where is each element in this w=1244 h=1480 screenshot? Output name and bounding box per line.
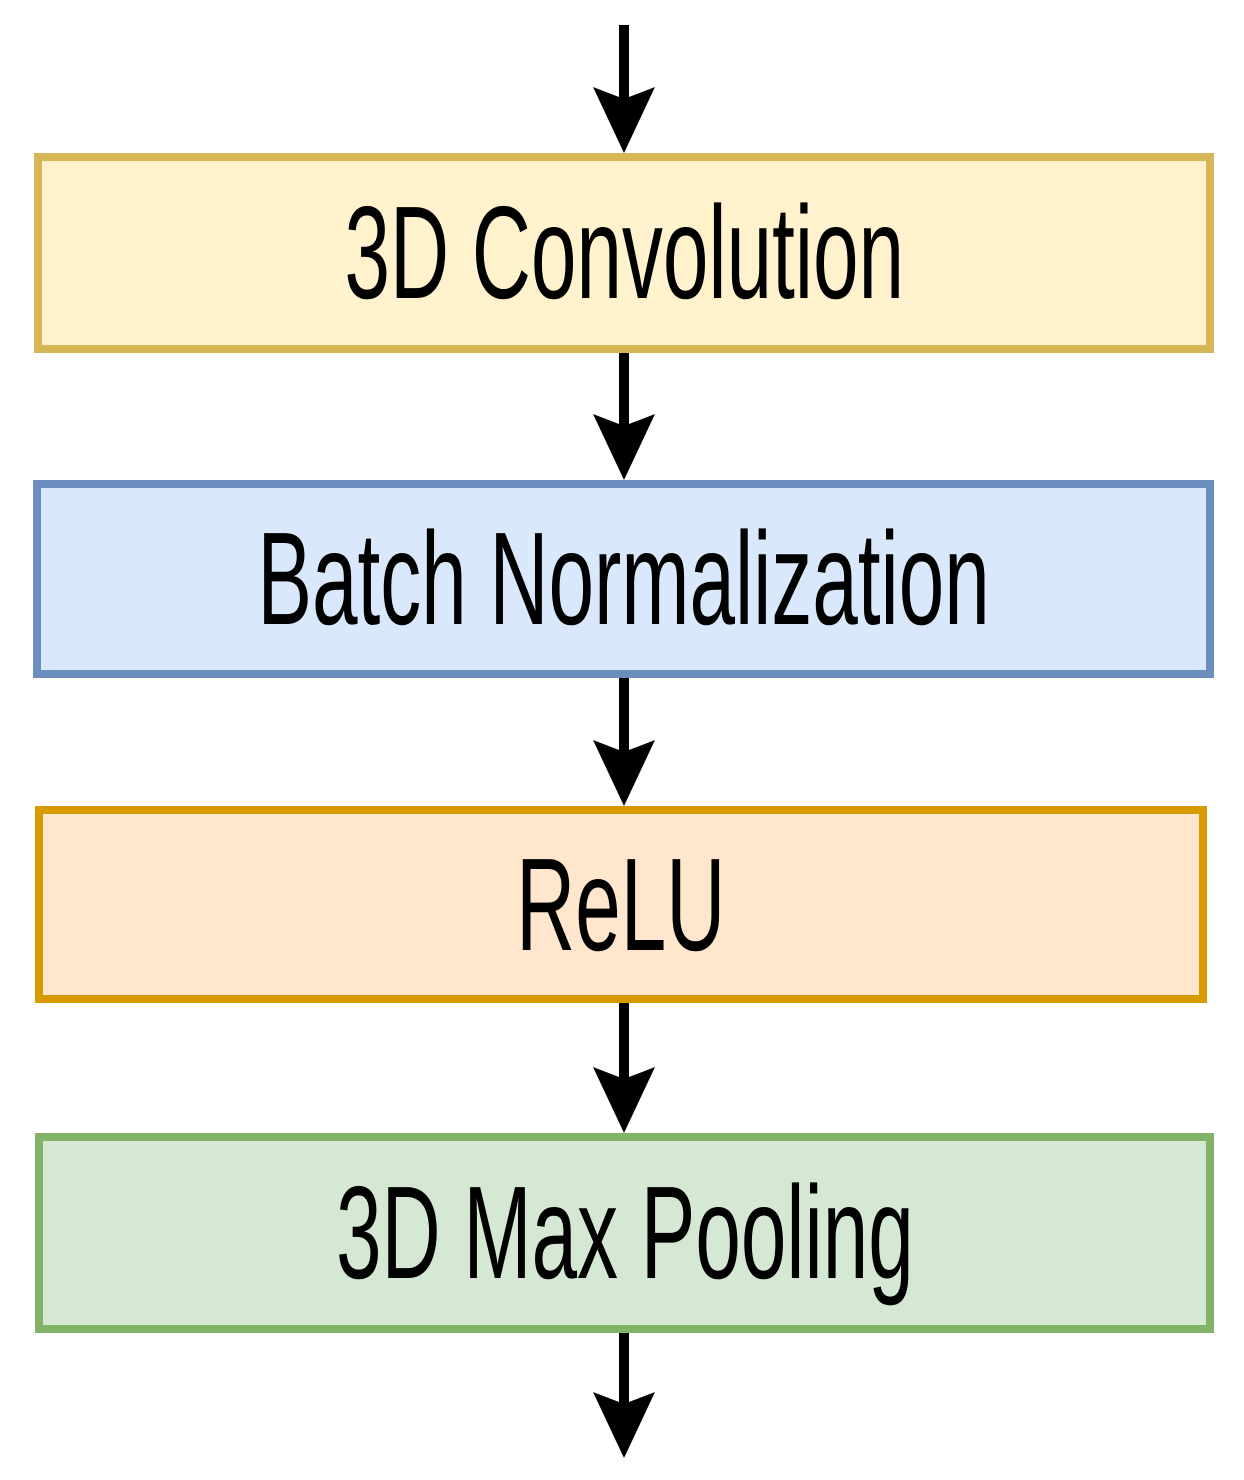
node-3d-max-pooling[interactable]: 3D Max Pooling: [35, 1133, 1214, 1333]
edge-bn-to-relu-arrow: [593, 678, 655, 806]
node-3d-convolution-label: 3D Convolution: [344, 179, 904, 326]
edge-out-arrow: [593, 1333, 655, 1458]
edge-relu-to-pool-arrow: [593, 1003, 655, 1133]
node-batch-normalization-label: Batch Normalization: [257, 505, 990, 652]
node-3d-max-pooling-label: 3D Max Pooling: [335, 1159, 914, 1306]
node-relu-label: ReLU: [516, 830, 726, 978]
node-batch-normalization[interactable]: Batch Normalization: [33, 480, 1214, 678]
edge-in-arrow: [593, 25, 655, 153]
node-3d-convolution[interactable]: 3D Convolution: [34, 153, 1214, 353]
node-relu[interactable]: ReLU: [35, 806, 1207, 1003]
edge-conv-to-bn-arrow: [593, 353, 655, 480]
